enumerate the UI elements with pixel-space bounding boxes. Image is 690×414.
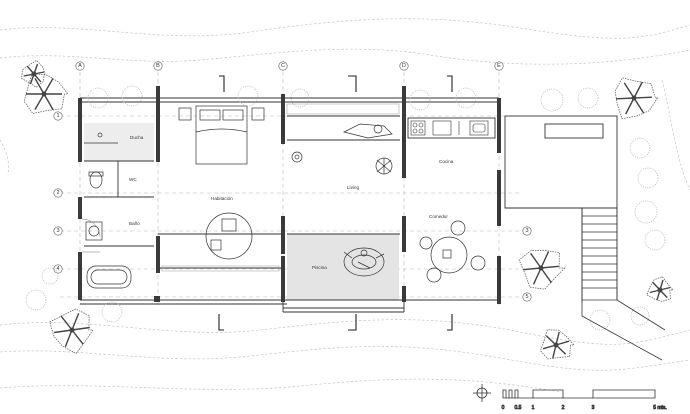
room-label-ducha: Ducha bbox=[130, 135, 144, 140]
scale-label-5: 5 mts. bbox=[653, 405, 667, 411]
grid-label-4: 4 bbox=[56, 266, 59, 272]
grid-marker-4: 4 bbox=[53, 264, 63, 274]
shrub-icon bbox=[577, 87, 599, 109]
terrain-contours bbox=[0, 18, 690, 393]
shrub-icon bbox=[540, 88, 564, 112]
shrub-icon bbox=[589, 309, 611, 331]
tree-icon bbox=[49, 308, 94, 355]
grid-marker-3: 3 bbox=[53, 226, 63, 236]
shrub-icon bbox=[644, 229, 666, 251]
tree-icon bbox=[646, 276, 674, 302]
grid-marker-2: 2 bbox=[53, 188, 63, 198]
pool-float-icon bbox=[343, 247, 385, 277]
shrub-icon bbox=[409, 89, 431, 111]
tree-icon bbox=[21, 59, 46, 88]
pool-area bbox=[287, 234, 399, 300]
dining-table-icon bbox=[419, 220, 486, 283]
room-label-wc: WC bbox=[129, 177, 137, 182]
side-stool-icon bbox=[291, 151, 303, 163]
door-swings bbox=[81, 218, 101, 253]
tree-icon bbox=[23, 72, 69, 114]
grid-marker-d: D bbox=[399, 61, 409, 71]
kitchen-sink-icon bbox=[469, 120, 489, 136]
grid-label-d: D bbox=[402, 63, 406, 69]
room-label-habitacion: Habitación bbox=[211, 196, 233, 201]
toilet-icon bbox=[88, 171, 104, 189]
room-label-cocina: Cocina bbox=[439, 159, 454, 164]
grid-marker-e: E bbox=[494, 61, 504, 71]
shrub-icon bbox=[237, 85, 259, 107]
cooktop-icon bbox=[410, 120, 426, 136]
shrub-icon bbox=[41, 267, 59, 285]
grid-label-3: 3 bbox=[56, 228, 59, 234]
shrub-icon bbox=[121, 85, 143, 107]
room-label-comedor: Comedor bbox=[429, 214, 448, 219]
grid-label-e: E bbox=[497, 63, 501, 69]
grid-marker-3-right: 3 bbox=[522, 226, 532, 236]
graphic-scale: 0 0.5 1 2 3 5 mts. bbox=[501, 389, 667, 411]
structural-walls bbox=[78, 86, 501, 304]
scale-label-0: 0 bbox=[502, 405, 505, 411]
potted-plant-icon bbox=[375, 157, 393, 175]
grid-label-2: 2 bbox=[56, 190, 59, 196]
living-furniture bbox=[291, 123, 393, 175]
scale-label-2: 2 bbox=[562, 405, 565, 411]
north-arrow-icon bbox=[473, 384, 491, 402]
grid-label-c: C bbox=[281, 63, 285, 69]
grid-label-1: 1 bbox=[56, 113, 59, 119]
grid-marker-a: A bbox=[75, 61, 85, 71]
shrub-icon bbox=[101, 301, 123, 323]
grid-marker-b: B bbox=[153, 61, 163, 71]
shrub-icon bbox=[290, 88, 310, 108]
garden-planter bbox=[161, 103, 400, 272]
grid-marker-c: C bbox=[278, 61, 288, 71]
bedroom-table-icon bbox=[205, 212, 253, 260]
grid-label-a: A bbox=[78, 63, 82, 69]
shrub-icon bbox=[634, 200, 658, 224]
shrub-icon bbox=[87, 87, 109, 109]
shrub-icon bbox=[630, 306, 650, 326]
shrub-icon bbox=[629, 137, 651, 159]
shrub-icon bbox=[637, 167, 659, 189]
grid-row-markers: 1 2 3 4 3 5 bbox=[53, 111, 532, 302]
grid-marker-1: 1 bbox=[53, 111, 63, 121]
scale-label-1: 1 bbox=[532, 405, 535, 411]
terrace-deck bbox=[504, 115, 618, 302]
section-cut-markers bbox=[218, 75, 453, 331]
bed-icon bbox=[178, 105, 265, 165]
grid-label-b: B bbox=[156, 63, 160, 69]
room-labels: Ducha WC Baño Habitación Living Cocina C… bbox=[129, 135, 454, 270]
scale-label-0-5: 0.5 bbox=[515, 405, 522, 411]
tree-icon bbox=[518, 249, 566, 290]
kitchen-fixtures bbox=[410, 120, 489, 136]
room-label-living: Living bbox=[347, 185, 359, 190]
oven-icon bbox=[432, 120, 452, 136]
exterior-stairs bbox=[581, 207, 618, 301]
shower-tray-icon bbox=[84, 132, 118, 144]
grid-label-3-right: 3 bbox=[525, 228, 528, 234]
shrub-icon bbox=[455, 87, 477, 109]
trees bbox=[21, 59, 674, 360]
grid-marker-5-right: 5 bbox=[522, 292, 532, 302]
tree-icon bbox=[614, 77, 659, 120]
scale-label-3: 3 bbox=[592, 405, 595, 411]
tree-icon bbox=[539, 329, 575, 360]
shrub-icon bbox=[25, 289, 47, 311]
bathtub-icon bbox=[86, 265, 132, 289]
shower-floor bbox=[84, 123, 154, 161]
building-outline bbox=[80, 97, 499, 313]
grid-column-markers: A B C D E bbox=[75, 61, 504, 71]
lounge-chair-icon bbox=[342, 123, 393, 139]
retaining-wall-lines bbox=[581, 208, 666, 361]
room-label-bano: Baño bbox=[129, 221, 140, 226]
room-label-piscina: Piscina bbox=[312, 265, 327, 270]
grid-label-5-right: 5 bbox=[525, 294, 528, 300]
